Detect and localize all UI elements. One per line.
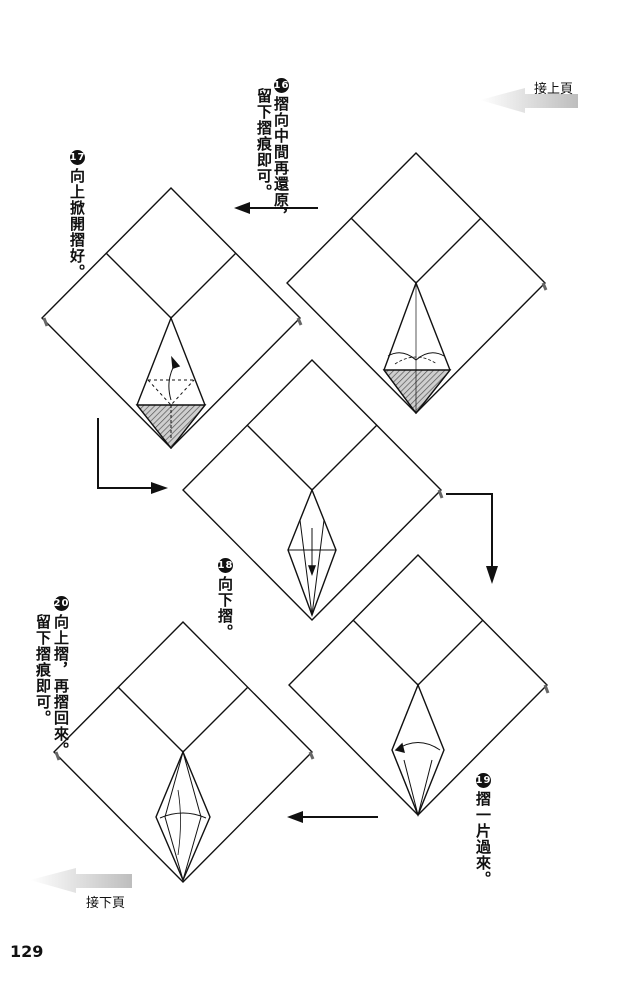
flow-arrows bbox=[97, 202, 498, 823]
arrow-19-to-20 bbox=[287, 811, 378, 823]
step-16-caption: 16 摺向中間再還原， bbox=[272, 78, 290, 224]
step-20-line-1: 向上摺，再摺回來。 bbox=[52, 614, 70, 758]
step-19-line-1: 摺一片過來。 bbox=[474, 791, 492, 887]
step-19-caption: 19 摺一片過來。 bbox=[474, 773, 492, 887]
step-17-caption: 17 向上掀開摺好。 bbox=[68, 150, 86, 280]
step-17-number: 17 bbox=[69, 150, 86, 165]
figure-step-18 bbox=[182, 359, 444, 621]
next-page-arrow-icon bbox=[30, 868, 132, 893]
step-18-line-1: 向下摺。 bbox=[216, 576, 234, 640]
next-page-label: 接下頁 bbox=[86, 896, 126, 911]
figure-step-20 bbox=[53, 621, 315, 883]
step-20-number: 20 bbox=[53, 596, 70, 611]
prev-page-label: 接上頁 bbox=[534, 82, 574, 97]
figure-step-16 bbox=[286, 152, 548, 415]
step-16-line-2: 留下摺痕即可。 bbox=[255, 88, 273, 200]
page-number: 129 bbox=[10, 942, 44, 961]
step-16-line-1: 摺向中間再還原， bbox=[272, 96, 290, 224]
prev-page-arrow-icon bbox=[480, 88, 578, 113]
figure-step-17 bbox=[41, 187, 303, 450]
step-16-number: 16 bbox=[273, 78, 290, 93]
step-17-line-1: 向上掀開摺好。 bbox=[68, 168, 86, 280]
arrow-18-to-19 bbox=[446, 493, 498, 584]
step-20-caption: 20 向上摺，再摺回來。 bbox=[52, 596, 70, 758]
step-18-caption: 18 向下摺。 bbox=[216, 558, 234, 640]
arrow-16-to-17 bbox=[234, 202, 318, 214]
step-18-number: 18 bbox=[217, 558, 234, 573]
arrow-17-to-18 bbox=[97, 418, 168, 494]
step-19-number: 19 bbox=[475, 773, 492, 788]
step-20-line-2: 留下摺痕即可。 bbox=[34, 614, 52, 726]
figure-step-19 bbox=[288, 554, 550, 817]
